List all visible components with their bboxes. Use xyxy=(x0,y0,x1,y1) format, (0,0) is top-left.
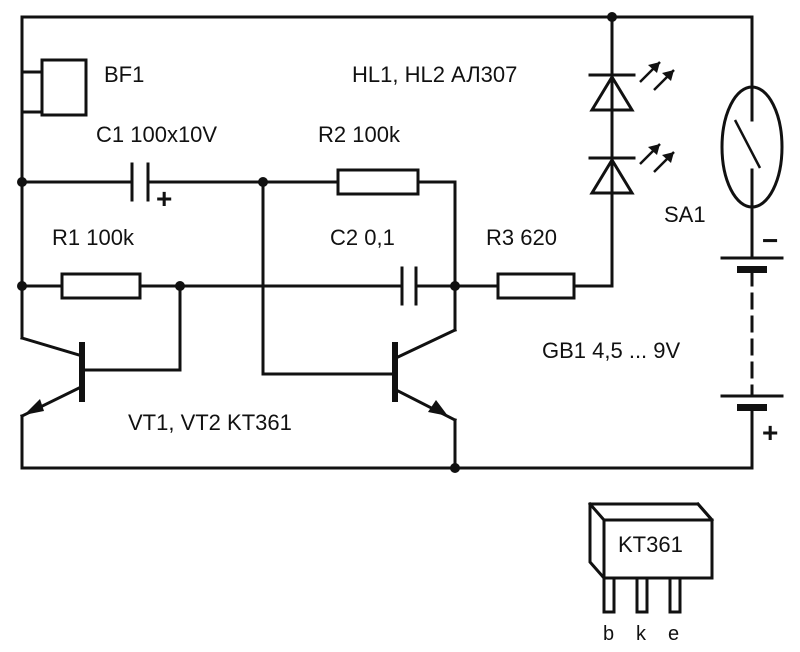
transistor-vt2 xyxy=(392,342,448,416)
label-c1: C1 100x10V xyxy=(96,122,217,147)
resistor-r2 xyxy=(336,168,420,196)
junction-dot xyxy=(607,12,617,22)
buzzer-bf1 xyxy=(20,58,88,117)
resistor-r3 xyxy=(496,272,576,300)
label-bf1: BF1 xyxy=(104,62,144,87)
capacitor-c1 xyxy=(130,162,150,202)
pin-label-e: e xyxy=(668,623,679,645)
junction-dot xyxy=(17,177,27,187)
junction-dot xyxy=(17,281,27,291)
c1-plus-sign: + xyxy=(156,183,172,214)
battery-plus-sign: + xyxy=(762,417,778,448)
capacitor-c2 xyxy=(400,266,418,306)
pin-label-b: b xyxy=(603,623,614,645)
component-labels: BF1 HL1, HL2 АЛ307 C1 100x10V R2 100k R1… xyxy=(52,62,706,645)
label-gb1: GB1 4,5 ... 9V xyxy=(542,338,681,363)
led-hl1 xyxy=(588,61,675,114)
junction-dot xyxy=(175,281,185,291)
battery-gb1 xyxy=(720,256,784,411)
pin-label-k: k xyxy=(636,623,647,645)
package-label: KT361 xyxy=(618,532,683,557)
junction-dots xyxy=(17,12,617,473)
label-r1: R1 100k xyxy=(52,225,135,250)
transistor-vt1 xyxy=(24,342,85,415)
junction-dot xyxy=(258,177,268,187)
battery-minus-sign: − xyxy=(762,225,778,256)
led-hl2 xyxy=(588,143,675,197)
resistor-r1 xyxy=(60,272,142,300)
label-r3: R3 620 xyxy=(486,225,557,250)
junction-dot xyxy=(450,463,460,473)
junction-dot xyxy=(450,281,460,291)
label-r2: R2 100k xyxy=(318,122,401,147)
reed-switch-sa1 xyxy=(720,85,784,209)
label-transistors: VT1, VT2 KT361 xyxy=(128,410,292,435)
label-sa1: SA1 xyxy=(664,202,706,227)
label-c2: C2 0,1 xyxy=(330,225,395,250)
label-leds: HL1, HL2 АЛ307 xyxy=(352,62,517,87)
wires xyxy=(19,15,754,470)
kt361-package-drawing xyxy=(587,501,715,614)
